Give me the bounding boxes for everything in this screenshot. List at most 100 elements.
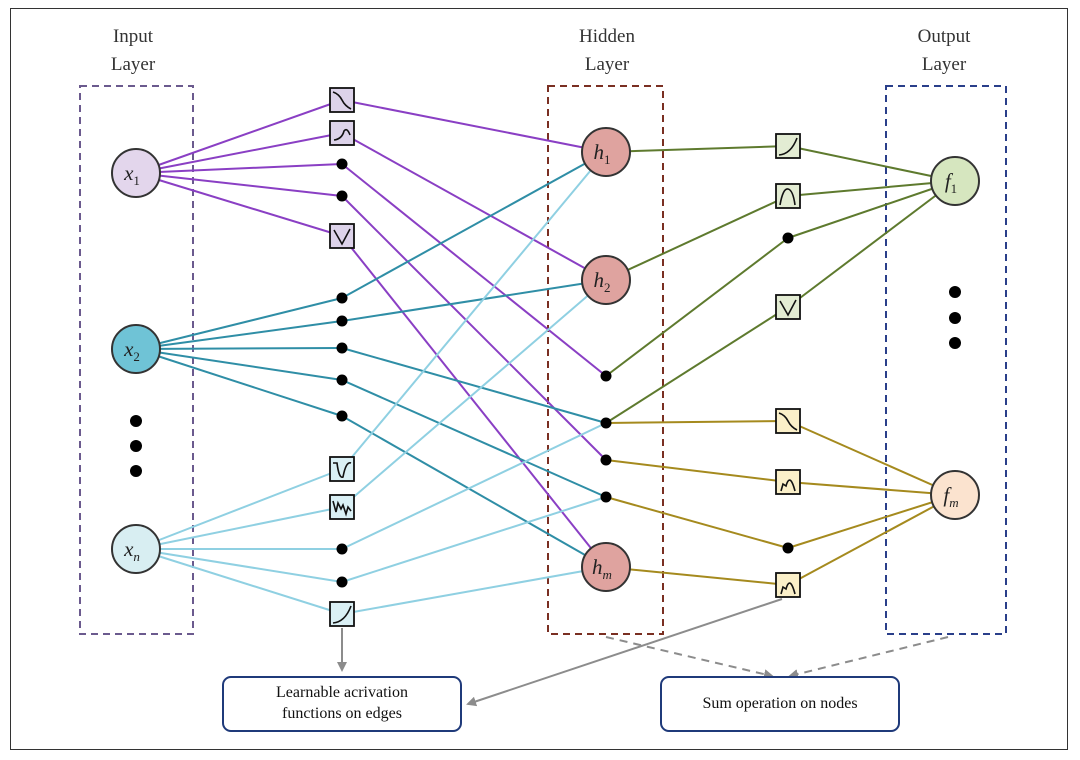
edge-junction-dot [336,576,348,588]
activation-function-icon [329,223,355,249]
edge-hidden-gold [787,420,956,496]
edge-hidden-gold [605,459,789,483]
edge-hidden-gold [787,481,956,496]
hidden-node-hm-label: hm [592,555,612,582]
output-node-fm-label: fm [943,483,958,510]
edge-hidden-gold [605,496,789,549]
activation-function-icon [329,601,355,627]
edge-xn [135,548,343,615]
input-node-xn-label: xn [123,537,140,564]
edge-xn [341,279,607,508]
edge-x2 [135,297,343,350]
edge-hidden-gold [605,420,789,424]
diagram-frame [10,8,1068,750]
input-node-x2: x2 [111,324,161,374]
hidden-layer-title-line2: Layer [585,54,630,75]
edge-hm [787,494,956,586]
edge-x2 [341,415,607,568]
activation-function-icon [329,494,355,520]
edge-x1 [135,172,343,197]
edge-x1 [135,163,343,174]
hidden-layer-title-line1: Hidden [579,26,635,47]
edge-h2 [787,180,956,197]
hidden-node-h2: h2 [581,255,631,305]
hidden-node-h1: h1 [581,127,631,177]
output-layer-title-line2: Layer [922,54,967,75]
output-node-fm: fm [930,470,980,520]
input-layer-title-line1: Input [113,26,154,47]
edge-x2 [341,347,607,424]
edge-h2 [605,195,789,281]
dashed-arrow-to-nodes-annotation [788,636,949,679]
output-layer-box [885,85,1007,635]
activation-function-icon [775,408,801,434]
edge-hidden-olive [787,180,956,239]
nodes-annotation-box: Sum operation on nodes [660,676,900,732]
arrow-to-edges-annotation [466,598,783,707]
edge-junction-dot [600,454,612,466]
edge-junction-dot [336,315,348,327]
edge-x1 [135,132,343,174]
vertical-ellipsis-icon [949,337,961,349]
vertical-ellipsis-icon [130,465,142,477]
edge-junction-dot [336,374,348,386]
edge-hidden-olive [605,237,789,377]
hidden-node-hm: hm [581,542,631,592]
edge-xn [341,566,607,615]
annotation-arrows [337,598,949,707]
edge-xn [135,506,343,550]
edge-hidden-gold [787,494,956,549]
edge-x1 [135,172,343,237]
hidden-node-h1-label: h1 [594,140,611,167]
edges-annotation-line1: Learnable acrivation [276,684,408,702]
output-node-f1-label: f1 [945,169,957,196]
dashed-arrow-to-nodes-annotation [605,636,774,680]
edge-junction-dot [336,190,348,202]
activation-function-icon [775,572,801,598]
edge-xn [135,468,343,550]
edge-junction-dot [336,342,348,354]
edge-hidden-olive [605,306,789,424]
edge-h1 [605,145,789,153]
edge-hidden-olive [787,180,956,308]
network-edges [135,99,956,615]
edge-x2 [341,279,607,322]
edge-xn [341,422,607,550]
input-layer-title-line2: Layer [111,54,156,75]
edge-junction-dots [336,158,794,588]
ellipsis-dots [130,286,961,477]
output-layer-title-line1: Output [918,26,972,47]
hidden-node-h2-label: h2 [594,268,611,295]
input-node-x2-label: x2 [123,337,140,364]
edge-junction-dot [336,158,348,170]
vertical-ellipsis-icon [949,286,961,298]
edge-x2 [135,320,343,350]
edge-junction-dot [600,417,612,429]
edge-junction-dot [336,292,348,304]
edge-junction-dot [782,232,794,244]
edge-h1 [787,145,956,182]
activation-function-icon [329,456,355,482]
edge-x1 [341,132,607,281]
edges-annotation-box: Learnable acrivation functions on edges [222,676,462,732]
edge-xn [341,496,607,583]
edge-x1 [341,99,607,153]
activation-function-icon [775,469,801,495]
output-node-f1: f1 [930,156,980,206]
activation-function-icon [329,120,355,146]
edge-x2 [135,347,343,350]
hidden-layer-box [547,85,664,635]
edge-xn [135,548,343,583]
edge-x1 [341,163,607,377]
edge-hm [605,566,789,586]
edge-x2 [135,348,343,417]
edge-junction-dot [600,370,612,382]
activation-function-icon [775,183,801,209]
edges-annotation-line2: functions on edges [282,705,402,722]
activation-function-icon [329,87,355,113]
input-node-x1: x1 [111,148,161,198]
edge-junction-dot [600,491,612,503]
edge-x1 [341,195,607,461]
edge-x2 [135,348,343,381]
edge-x1 [135,99,343,174]
